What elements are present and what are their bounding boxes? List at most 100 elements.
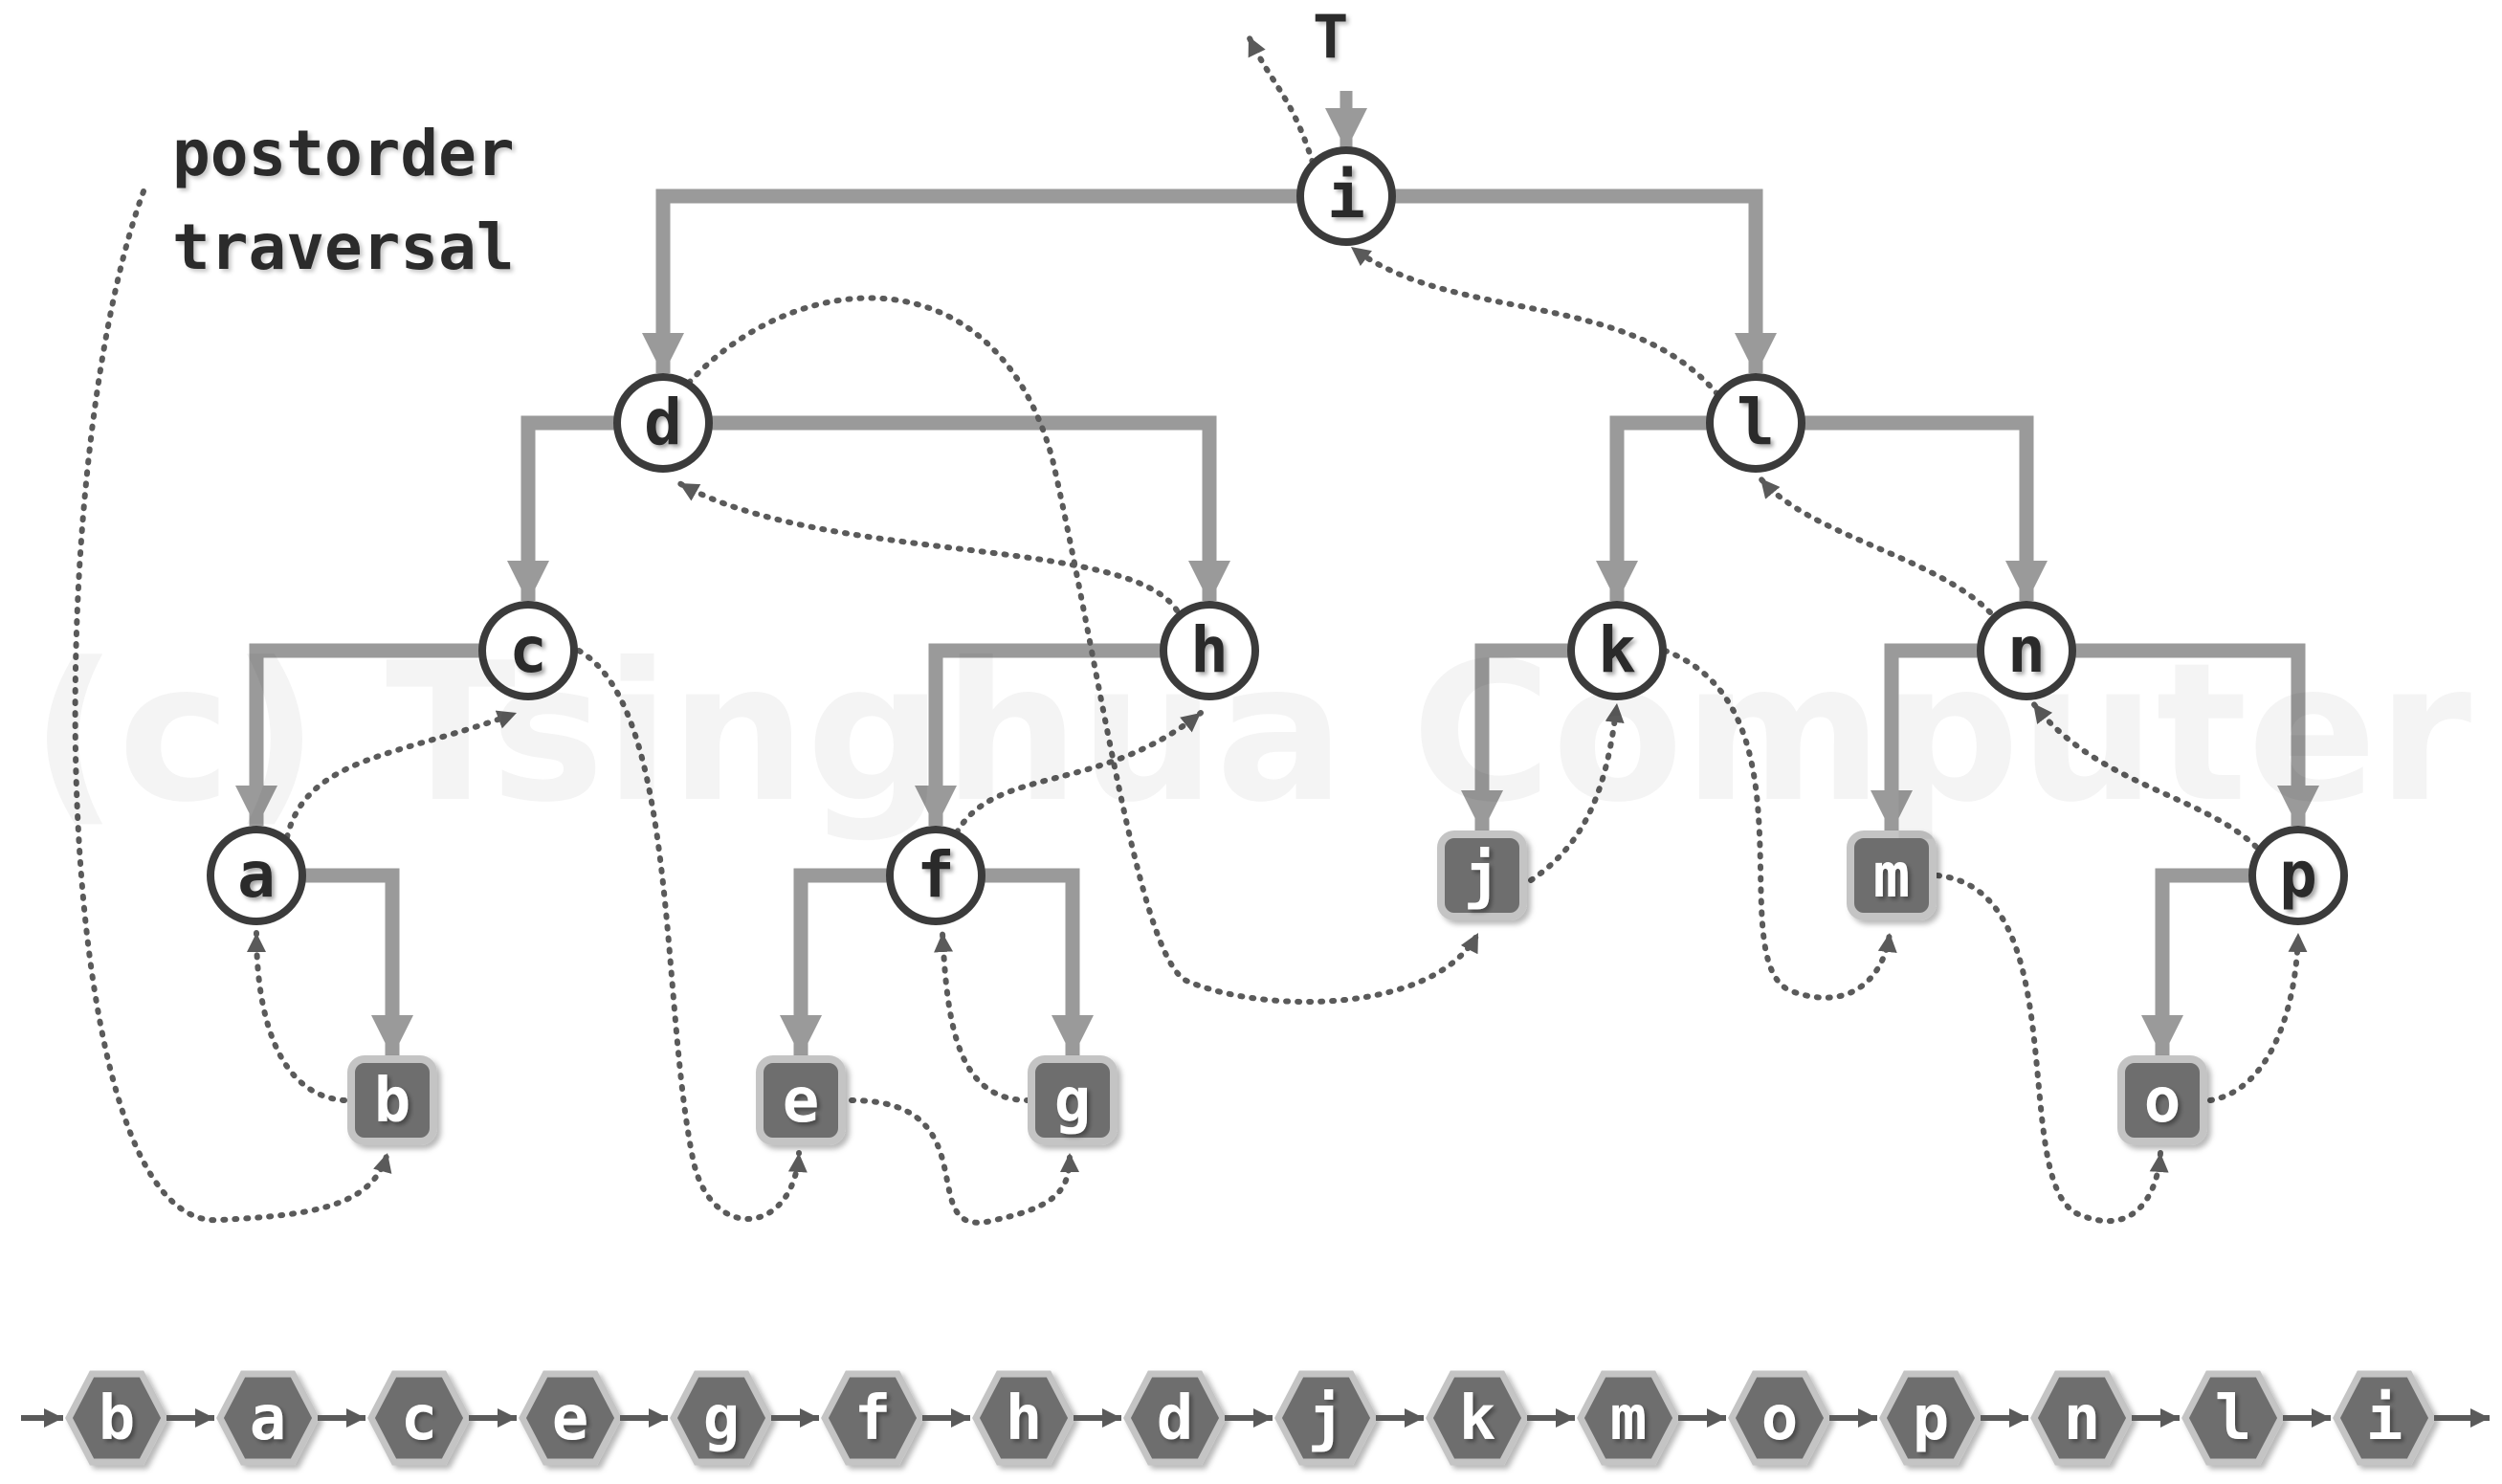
tree-edges xyxy=(235,91,2319,1057)
trace-d-to-j xyxy=(686,295,1481,1005)
edge-n-p xyxy=(2026,643,2319,828)
node-p-circle xyxy=(2248,826,2348,925)
caption-line-1: postorder xyxy=(172,117,515,190)
sequence-item: l xyxy=(2181,1370,2285,1466)
sequence-item-c-hex xyxy=(367,1370,471,1466)
trace-p-to-n xyxy=(2030,700,2259,850)
node-f-label: f xyxy=(917,838,955,912)
sequence-item: b xyxy=(65,1370,168,1466)
sequence-item: c xyxy=(367,1370,471,1466)
node-d-label: d xyxy=(644,386,682,459)
node-h-label: h xyxy=(1190,613,1229,687)
sequence-item-l-label: l xyxy=(2215,1384,2252,1454)
trace-b-to-a xyxy=(247,930,347,1103)
node-d: d xyxy=(613,373,713,473)
root-pointer-label: T xyxy=(1313,2,1349,72)
leaf-o: o xyxy=(2117,1055,2207,1145)
node-h: h xyxy=(1160,601,1259,700)
leaf-o-label: o xyxy=(2144,1066,2181,1137)
leaf-g-box xyxy=(1028,1055,1118,1145)
sequence-item: e xyxy=(519,1370,622,1466)
node-k-circle xyxy=(1567,601,1667,700)
node-p-label: p xyxy=(2279,838,2317,912)
node-f-circle xyxy=(886,826,985,925)
sequence-item-h-hex xyxy=(972,1370,1075,1466)
trace-l-to-i xyxy=(1348,244,1720,397)
sequence-item-b-label: b xyxy=(99,1384,136,1454)
node-a-label: a xyxy=(237,838,276,912)
sequence-item-j-hex xyxy=(1274,1370,1378,1466)
node-i-label: i xyxy=(1327,159,1365,233)
leaf-e: e xyxy=(756,1055,846,1145)
node-c: c xyxy=(478,601,578,700)
sequence-item-c-label: c xyxy=(401,1384,438,1454)
sequence-item-n-hex xyxy=(2030,1370,2134,1466)
sequence-item-e-hex xyxy=(519,1370,622,1466)
sequence-item-p-label: p xyxy=(1913,1384,1950,1454)
node-i-circle xyxy=(1296,146,1396,246)
sequence-item-g-hex xyxy=(670,1370,773,1466)
trace-f-to-h xyxy=(954,710,1204,835)
leaf-b-label: b xyxy=(374,1066,411,1137)
node-h-circle xyxy=(1160,601,1259,700)
sequence-item: j xyxy=(1274,1370,1378,1466)
sequence-item-o-hex xyxy=(1728,1370,1831,1466)
trace-g-to-f xyxy=(934,930,1031,1103)
sequence-item-l-hex xyxy=(2181,1370,2285,1466)
trace-m-to-o xyxy=(1935,873,2169,1225)
edge-d-h xyxy=(663,415,1230,603)
trace-a-to-c xyxy=(284,710,520,840)
node-k-label: k xyxy=(1598,613,1636,687)
trace-start-to-b xyxy=(72,188,392,1224)
sequence-item-e-label: e xyxy=(552,1384,589,1454)
leaf-j: j xyxy=(1437,831,1527,920)
sequence-item: h xyxy=(972,1370,1075,1466)
sequence-item: k xyxy=(1426,1370,1529,1466)
node-a-circle xyxy=(207,826,306,925)
node-n-circle xyxy=(1977,601,2076,700)
sequence-item-p-hex xyxy=(1879,1370,1982,1466)
sequence-item: p xyxy=(1879,1370,1982,1466)
leaf-b-box xyxy=(347,1055,437,1145)
sequence-item-i-hex xyxy=(2333,1370,2436,1466)
sequence-item-a-hex xyxy=(216,1370,320,1466)
leaf-b: b xyxy=(347,1055,437,1145)
node-a: a xyxy=(207,826,306,925)
tree-nodes: i d l c h k n a f p b e g j m o xyxy=(207,146,2348,1145)
caption-line-2: traversal xyxy=(172,210,515,284)
sequence-item-f-label: f xyxy=(854,1384,892,1454)
sequence-item-n-label: n xyxy=(2064,1384,2101,1454)
trace-j-to-k xyxy=(1528,700,1625,883)
trace-h-to-d xyxy=(676,480,1180,613)
leaf-e-box xyxy=(756,1055,846,1145)
trace-i-out xyxy=(1246,33,1316,166)
sequence-item-d-hex xyxy=(1123,1370,1227,1466)
node-c-circle xyxy=(478,601,578,700)
leaf-j-label: j xyxy=(1464,841,1501,912)
sequence-item: d xyxy=(1123,1370,1227,1466)
sequence-item-b-hex xyxy=(65,1370,168,1466)
edge-l-n xyxy=(1756,415,2048,603)
leaf-o-box xyxy=(2117,1055,2207,1145)
node-l-label: l xyxy=(1737,386,1775,459)
sequence-item-d-label: d xyxy=(1157,1384,1194,1454)
leaf-m-label: m xyxy=(1873,841,1911,912)
sequence-item: g xyxy=(670,1370,773,1466)
leaf-m: m xyxy=(1847,831,1937,920)
diagram-caption: postorder traversal xyxy=(172,107,515,295)
node-k: k xyxy=(1567,601,1667,700)
node-n-label: n xyxy=(2007,613,2046,687)
sequence-item-o-label: o xyxy=(1761,1384,1799,1454)
sequence-item-g-label: g xyxy=(703,1384,741,1454)
sequence-item-i-label: i xyxy=(2366,1384,2403,1454)
leaf-g-label: g xyxy=(1054,1066,1092,1137)
edge-h-f xyxy=(915,643,1209,828)
node-l-circle xyxy=(1706,373,1805,473)
trace-k-to-m xyxy=(1662,648,1897,1001)
node-f: f xyxy=(886,826,985,925)
node-n: n xyxy=(1977,601,2076,700)
trace-o-to-p xyxy=(2207,930,2308,1103)
